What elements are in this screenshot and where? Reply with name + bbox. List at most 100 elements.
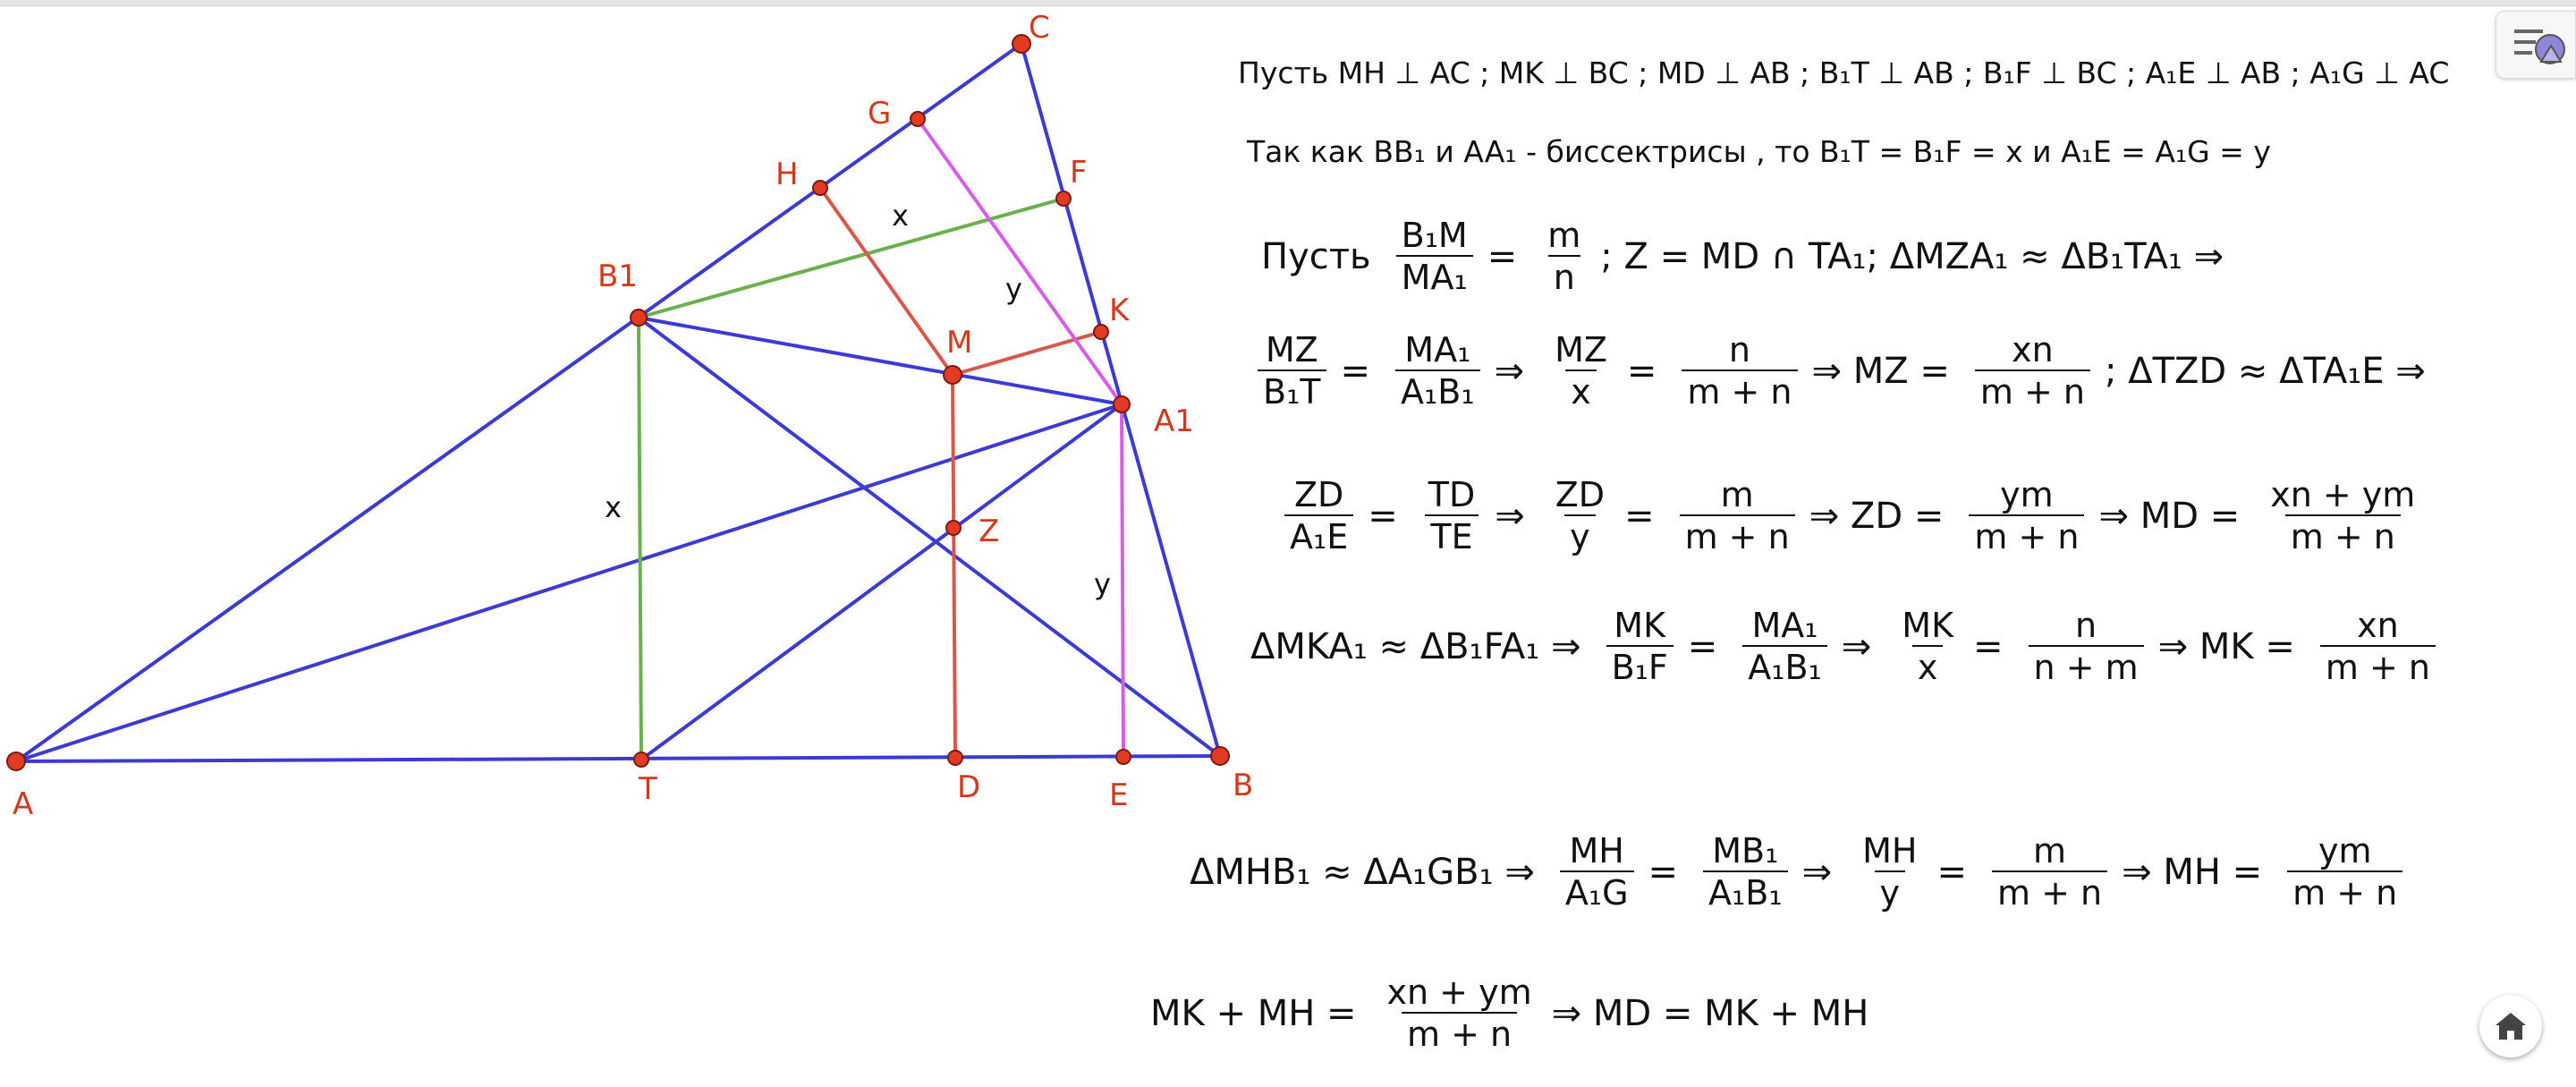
label-y-top: y (1005, 272, 1022, 306)
point-F[interactable] (1055, 191, 1072, 207)
segment-A1E (1120, 403, 1125, 758)
label-C: C (1029, 10, 1050, 46)
point-H[interactable] (812, 180, 828, 196)
label-F: F (1070, 155, 1088, 191)
eq5-sign-1: = (1648, 852, 1679, 893)
label-B1: B1 (597, 259, 638, 294)
eq5-sign-3: = (1936, 852, 1967, 893)
point-Z[interactable] (945, 520, 962, 536)
eq2-sign-4: ⇒ MZ = (1811, 351, 1950, 392)
eq3-sign-4: ⇒ ZD = (1809, 496, 1945, 537)
segment-B1T (637, 317, 643, 760)
point-C[interactable] (1012, 34, 1031, 54)
eq2-tail: ; ΔTZD ≈ ΔTA₁E ⇒ (2105, 351, 2426, 392)
home-icon (2496, 1013, 2526, 1040)
eq3-sign-2: ⇒ (1495, 496, 1525, 537)
label-E: E (1109, 777, 1128, 813)
eq6-tail: ⇒ MD = MK + MH (1551, 993, 1869, 1034)
segment-B1A1 (638, 316, 1123, 406)
point-A[interactable] (6, 752, 26, 771)
top-border (0, 0, 2576, 6)
label-K: K (1109, 293, 1131, 328)
eq4-sign-1: = (1687, 626, 1718, 667)
eq4-sign-4: ⇒ MK = (2157, 626, 2295, 667)
label-T: T (638, 771, 657, 807)
eq4-lead: ΔMKA₁ ≈ ΔB₁FA₁ ⇒ (1250, 626, 1581, 667)
eq5-sign-4: ⇒ MH = (2122, 852, 2263, 893)
label-H: H (775, 157, 799, 192)
eq2-sign-2: ⇒ (1494, 351, 1525, 392)
label-x-left: x (605, 490, 622, 524)
eq1-lead: Пусть (1261, 236, 1371, 277)
segment-AB (15, 754, 1221, 763)
point-E[interactable] (1115, 749, 1131, 765)
point-T[interactable] (633, 752, 649, 768)
eq2-sign-3: = (1626, 351, 1657, 392)
menu-button[interactable] (2496, 11, 2576, 79)
statement-bisectors: Так как BB₁ и AA₁ - биссектрисы , то B₁T… (1247, 134, 2271, 169)
segment-AC (14, 42, 1023, 763)
green-lines (637, 197, 1064, 760)
label-B: B (1233, 768, 1253, 803)
label-y-right: y (1094, 567, 1111, 601)
menu-shapes-icon (2514, 30, 2565, 64)
eq2-sign-1: = (1340, 351, 1371, 392)
blue-lines (14, 42, 1222, 763)
label-A1: A1 (1154, 403, 1194, 439)
segment-BB1 (637, 316, 1222, 758)
segment-A1G (916, 117, 1123, 406)
label-D: D (957, 769, 980, 805)
home-button[interactable] (2479, 995, 2542, 1057)
point-A1[interactable] (1113, 395, 1131, 413)
red-lines (818, 186, 1102, 759)
point-B1[interactable] (630, 309, 648, 327)
segment-TA1 (640, 403, 1123, 761)
point-B[interactable] (1210, 746, 1230, 766)
point-D[interactable] (947, 750, 963, 766)
label-x-top: x (892, 199, 909, 233)
eq1-tail: ; Z = MD ∩ TA₁; ΔMZA₁ ≈ ΔB₁TA₁ ⇒ (1600, 236, 2224, 277)
label-G: G (868, 96, 891, 132)
point-M[interactable] (943, 365, 962, 385)
eq4-sign-2: ⇒ (1841, 626, 1872, 667)
point-K[interactable] (1093, 324, 1109, 340)
points (6, 34, 1230, 771)
label-Z: Z (979, 514, 999, 549)
segment-MK (952, 330, 1102, 377)
segment-MH (818, 186, 954, 377)
magenta-lines (916, 117, 1125, 758)
label-A: A (13, 786, 33, 822)
segment-B1F (638, 197, 1064, 319)
eq6-lead: MK + MH = (1150, 993, 1357, 1034)
point-G[interactable] (910, 111, 926, 127)
segment-MD (951, 374, 957, 759)
eq3-sign-1: = (1368, 496, 1398, 537)
